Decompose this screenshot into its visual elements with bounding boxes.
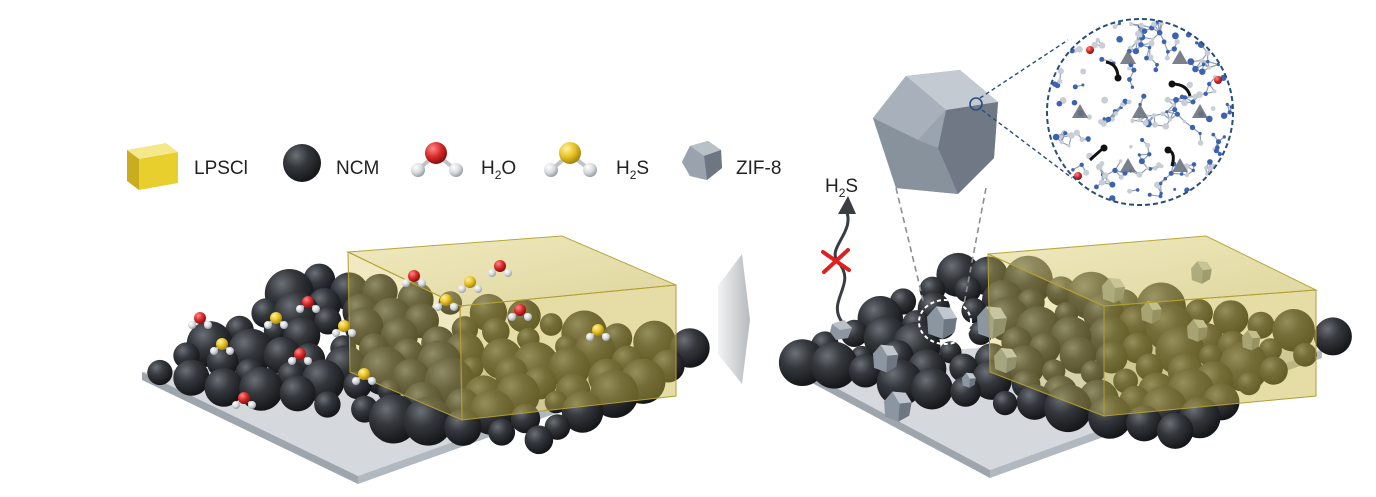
legend-label-h2o: H2O bbox=[481, 158, 516, 182]
legend-label-lpscl: LPSCl bbox=[194, 158, 248, 179]
ncm-sphere bbox=[1293, 342, 1317, 367]
ncm-sphere bbox=[173, 359, 210, 396]
zif8-pore-zoom bbox=[1046, 18, 1234, 206]
ncm-sphere bbox=[403, 396, 453, 446]
ncm-sphere bbox=[279, 375, 316, 412]
h2s-molecule-icon bbox=[544, 142, 597, 177]
legend-label-zif8: ZIF-8 bbox=[736, 158, 781, 179]
lpscl-electrolyte-box bbox=[987, 235, 1318, 417]
ncm-sphere bbox=[810, 341, 858, 389]
ncm-sphere bbox=[1237, 372, 1261, 396]
ncm-sphere bbox=[1044, 384, 1092, 433]
ncm-sphere bbox=[1016, 384, 1053, 420]
pore-marker bbox=[969, 97, 983, 111]
right-electrode: H2S bbox=[778, 18, 1352, 478]
left-electrode bbox=[142, 235, 710, 484]
selection-ellipse bbox=[918, 299, 972, 345]
legend-label-h2s: H2S bbox=[616, 158, 649, 182]
lpscl-electrolyte-box bbox=[346, 235, 677, 421]
zif8-particle bbox=[927, 306, 957, 339]
zif8-particle bbox=[977, 306, 1007, 339]
water-molecule-icon bbox=[411, 142, 463, 177]
ncm-particles bbox=[147, 263, 710, 455]
yellow-cube-icon bbox=[127, 143, 178, 190]
ncm-sphere bbox=[524, 425, 554, 455]
ncm-sphere bbox=[368, 394, 419, 444]
substrate-front bbox=[784, 360, 990, 478]
ncm-sphere bbox=[544, 390, 568, 414]
zif8-particle bbox=[1141, 301, 1162, 324]
zif8-particle bbox=[1187, 319, 1208, 342]
h2s-molecule bbox=[264, 312, 288, 329]
ncm-sphere bbox=[444, 408, 482, 446]
zoom-guide-line bbox=[895, 187, 925, 305]
ncm-sphere bbox=[510, 403, 541, 434]
zif8-particle bbox=[873, 344, 899, 373]
zif8-particle bbox=[994, 348, 1017, 373]
water-molecule bbox=[402, 270, 426, 287]
h2s-molecule bbox=[332, 320, 356, 337]
zif8-particle bbox=[1242, 330, 1261, 351]
ncm-sphere bbox=[1126, 405, 1163, 442]
ncm-particles bbox=[778, 252, 1352, 449]
h2s-molecule bbox=[210, 338, 234, 355]
zoom-connector bbox=[979, 39, 1069, 99]
legend-label-ncm: NCM bbox=[336, 158, 379, 179]
water-molecule bbox=[288, 348, 312, 365]
substrate-front bbox=[142, 372, 358, 484]
ncm-sphere bbox=[314, 307, 342, 335]
ncm-sphere bbox=[539, 313, 563, 336]
ncm-sphere bbox=[147, 359, 173, 386]
ncm-sphere bbox=[1259, 356, 1288, 385]
ncm-sphere bbox=[1313, 317, 1352, 356]
ncm-sphere bbox=[911, 367, 953, 410]
ncm-sphere bbox=[1088, 395, 1132, 439]
ncm-sphere bbox=[204, 368, 244, 407]
polyhedron-icon bbox=[682, 141, 722, 180]
h2s-release-label: H2S bbox=[825, 176, 858, 200]
gas-escape-arrowhead bbox=[838, 196, 856, 214]
ncm-sphere bbox=[314, 391, 341, 418]
water-molecule bbox=[508, 304, 532, 321]
ncm-sphere bbox=[1157, 412, 1194, 449]
gas-molecules bbox=[188, 260, 610, 409]
polyhedron-icon bbox=[830, 320, 852, 340]
dark-sphere-icon bbox=[283, 144, 321, 182]
zif8-crystal-enlarged bbox=[873, 70, 998, 194]
ncm-sphere bbox=[239, 367, 283, 411]
ncm-sphere bbox=[1080, 360, 1105, 385]
water-molecule bbox=[296, 296, 320, 313]
ncm-sphere bbox=[954, 276, 982, 303]
zif8-particle bbox=[962, 372, 976, 388]
ncm-sphere bbox=[992, 390, 1018, 416]
ncm-sphere bbox=[1272, 309, 1315, 352]
process-arrow bbox=[718, 254, 750, 384]
legend: LPSCl NCM H2O H2S ZIF-8 bbox=[127, 141, 781, 190]
h2s-molecule bbox=[458, 276, 482, 293]
water-molecule bbox=[488, 260, 512, 277]
water-molecule bbox=[232, 392, 256, 409]
red-x-icon bbox=[821, 248, 851, 274]
zif8-particle bbox=[884, 391, 912, 422]
h2s-molecule bbox=[586, 324, 610, 341]
ncm-sphere bbox=[561, 391, 604, 433]
ncm-sphere bbox=[876, 359, 924, 407]
zoom-connector bbox=[981, 109, 1073, 179]
h2s-molecule bbox=[352, 368, 376, 385]
ncm-sphere bbox=[488, 418, 516, 446]
h2s-molecule bbox=[434, 294, 458, 311]
water-molecule bbox=[188, 312, 212, 329]
ncm-sphere bbox=[1213, 300, 1249, 336]
ncm-sphere bbox=[227, 328, 274, 375]
